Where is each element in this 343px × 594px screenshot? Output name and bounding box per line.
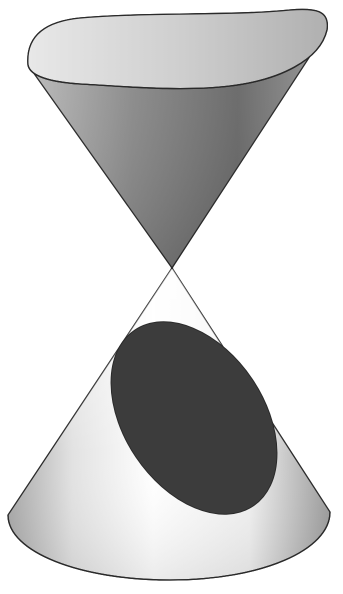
cone-apex <box>171 267 173 269</box>
upper-nappe <box>28 9 328 268</box>
